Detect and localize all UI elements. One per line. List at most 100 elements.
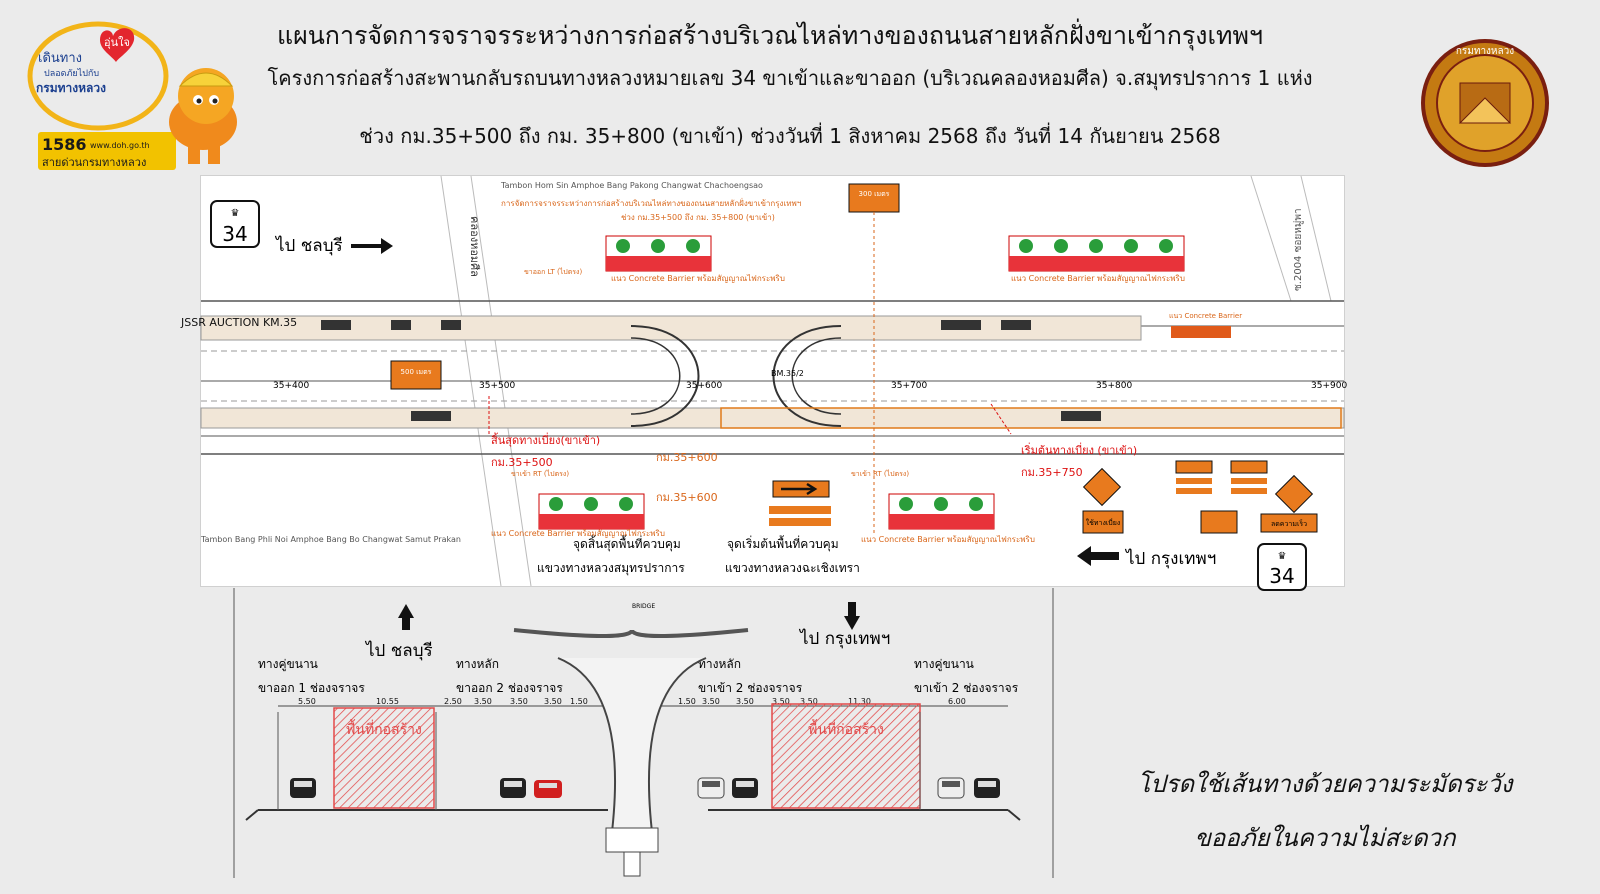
bridge-pier [557,657,707,849]
bridge-label: BRIDGE [632,603,655,610]
bridge-deck [513,628,749,638]
slow-sign-text: ลดความเร็ว [1271,519,1307,528]
car-icon [732,778,758,798]
car-icon [974,778,1000,798]
lane-sign [1200,510,1238,534]
logo-swirl-icon [27,21,169,131]
dim-label: 6.00 [948,697,966,706]
station-35-700: 35+700 [891,381,927,391]
cross-section-drawing: ไป ชลบุรี ไป กรุงเทพฯ BRIDGE ทางคู่ขนาน … [228,588,1058,880]
logo-org: กรมทางหลวง [36,81,106,95]
heart-icon [100,28,135,62]
sign-500m-text: 500 เมตร [401,368,432,376]
detour-sign [1082,510,1124,534]
km-600-label-a: กม.35+600 [656,451,718,464]
dim-label: 1.50 [678,697,696,706]
curve-warning-sign-right-icon [1274,474,1314,514]
plan-view-drawing: 34 ♛ ไป ชลบุรี JSSR AUCTION KM.35 คลองหอ… [180,175,1347,591]
plan-tambon-top: Tambon Hom Sin Amphoe Bang Pakong Changw… [500,181,763,190]
car-icon [534,780,562,798]
station-35-400: 35+400 [273,381,309,391]
main-in-label: ทางหลัก [698,657,741,671]
frontage-in-lanes: ขาเข้า 2 ช่องจราจร [914,681,1019,695]
plan-note-sub: ช่วง กม.35+500 ถึง กม. 35+800 (ขาเข้า) [621,213,775,222]
station-35-800: 35+800 [1096,381,1132,391]
frontage-out-lanes: ขาออก 1 ช่องจราจร [258,681,365,695]
construction-zone-left [333,707,435,809]
barricade-arrow-right-icon [1230,460,1268,494]
station-35-600: 35+600 [686,381,722,391]
dim-label: 3.50 [544,697,562,706]
route-marker-34-top [210,200,260,248]
dim-label: 1.50 [570,697,588,706]
taper-end-label: สิ้นสุดทางเบี่ยง(ขาเข้า) [491,432,600,447]
plan-junction-label: JSSR AUCTION KM.35 [180,316,297,329]
arrow-down-icon [848,602,856,616]
soi-label: ซ.2004 ซอยหมู่พา [1293,208,1304,291]
arrow-up-icon [402,616,410,630]
barrier-group-bottom-left [538,493,645,530]
route-marker-34-top-number: 34 [222,222,247,246]
barrier-label-top-left: แนว Concrete Barrier พร้อมสัญญาณไฟกระพริ… [611,274,785,283]
hotline-label: สายด่วนกรมทางหลวง [42,156,146,169]
barrier-group-bottom-right [888,493,995,530]
curve-warning-sign-icon [1082,467,1122,507]
u-turn-loop-west [630,325,700,427]
hotline-number: 1586 [42,135,87,154]
arrow-left-icon [1077,546,1119,566]
control-start-office: แขวงทางหลวงฉะเชิงเทรา [725,561,860,575]
taper-start-label: เริ่มต้นทางเบี่ยง (ขาเข้า) [1021,442,1137,457]
barricade-icon [769,480,831,526]
concrete-barrier-label: แนว Concrete Barrier [1169,312,1242,320]
svg-text:♛: ♛ [231,208,240,219]
seal-text: กรมทางหลวง [1456,46,1514,57]
dim-label: 10.55 [376,697,399,706]
barrier-label-top-right: แนว Concrete Barrier พร้อมสัญญาณไฟกระพริ… [1011,274,1185,283]
dim-label: 3.50 [510,697,528,706]
station-35-500: 35+500 [479,381,515,391]
route-marker-34-bottom [1257,543,1307,591]
control-start-label: จุดเริ่มต้นพื้นที่ควบคุม [727,535,839,552]
frontage-in-label: ทางคู่ขนาน [914,657,974,672]
dim-label: 3.50 [702,697,720,706]
taper-end-km: กม.35+500 [491,456,553,469]
station-35-900: 35+900 [1311,381,1347,391]
dim-label: 3.50 [474,697,492,706]
sign-300m-text: 300 เมตร [859,190,890,198]
bm-label: BM.35/2 [771,369,804,378]
u-turn-loop-east [772,325,842,427]
dim-label: 11.30 [848,697,871,706]
barricade-arrow-left-icon [1175,460,1213,494]
plan-dir-bangkok: ไป กรุงเทพฯ [1124,548,1216,569]
construction-area-left-label: พื้นที่ก่อสร้าง [346,719,422,738]
construction-zone-right [771,703,921,809]
car-icon [937,777,965,799]
title-line-2: โครงการก่อสร้างสะพานกลับรถบนทางหลวงหมายเ… [267,66,1313,90]
plan-dir-chonburi: ไป ชลบุรี [274,235,343,256]
plan-note-title: การจัดการจราจรระหว่างการก่อสร้างบริเวณไห… [501,197,801,208]
logo-slogan-heart: อุ่นใจ [104,36,130,49]
plan-tambon-bottom: Tambon Bang Phli Noi Amphoe Bang Bo Chan… [200,535,461,544]
slow-sign [1260,513,1318,533]
title-line-1: แผนการจัดการจราจรระหว่างการก่อสร้างบริเว… [276,21,1264,50]
sign-300m [848,183,900,213]
construction-zone-plan [720,407,1342,429]
main-in-lanes: ขาเข้า 2 ช่องจราจร [698,681,803,695]
logo-slogan-sub: ปลอดภัยไปกับ [44,68,99,79]
svg-text:♛: ♛ [1278,551,1287,562]
lt-label: ขาออก LT (ไปตรง) [524,267,582,276]
doh-seal: กรมทางหลวง [1420,38,1550,168]
barrier-label-bottom-left: แนว Concrete Barrier พร้อมสัญญาณไฟกระพริ… [491,529,665,538]
route-marker-34-bottom-number: 34 [1269,564,1294,588]
car-icon [290,778,316,798]
doh-campaign-logo: เดินทาง อุ่นใจ ปลอดภัยไปกับ กรมทางหลวง 1… [18,14,243,174]
car-icon [500,778,526,798]
km-600-label-b: กม.35+600 [656,491,718,504]
title-line-3: ช่วง กม.35+500 ถึง กม. 35+800 (ขาเข้า) ช… [359,124,1221,148]
control-end-office: แขวงทางหลวงสมุทรปราการ [537,561,685,576]
dim-label: 3.50 [736,697,754,706]
rt-label-right: ขาเข้า RT (ไปตรง) [851,469,909,478]
rt-label-left: ขาเข้า RT (ไปตรง) [511,469,569,478]
control-end-label: จุดสิ้นสุดพื้นที่ควบคุม [573,535,681,552]
barrier-group-top-right [1008,235,1185,272]
